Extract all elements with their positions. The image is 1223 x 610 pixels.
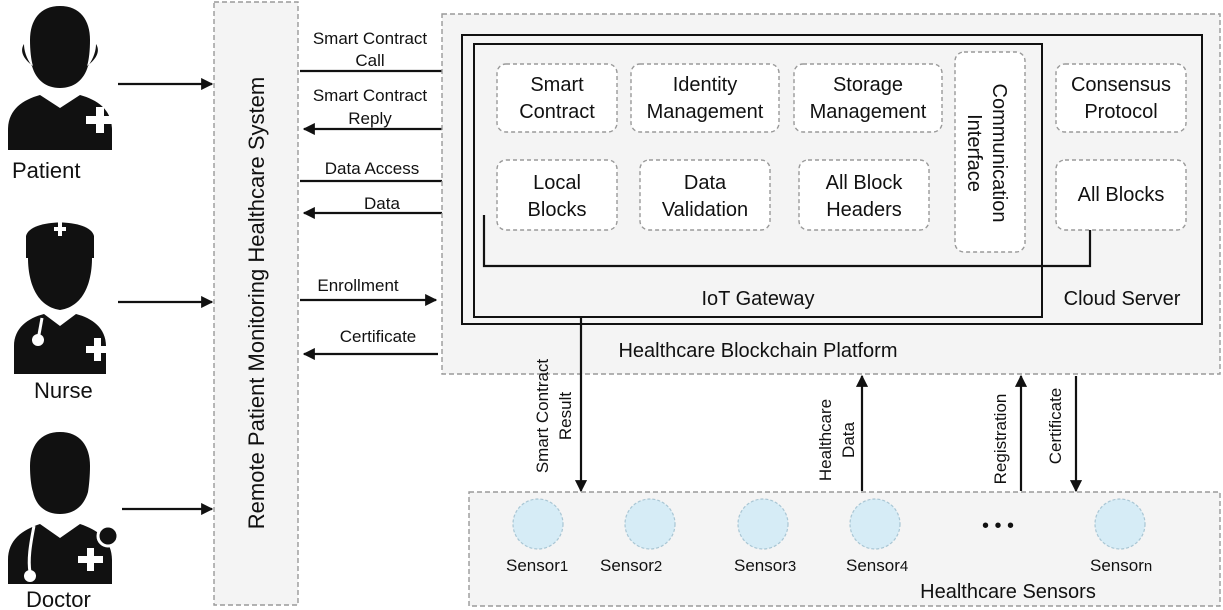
rpm-system-box — [213, 1, 299, 606]
iot-gateway-label: IoT Gateway — [701, 288, 814, 310]
svg-text:All Blocks: All Blocks — [1078, 184, 1165, 206]
svg-text:Contract: Contract — [519, 101, 595, 123]
hc-data-label-1: Healthcare — [816, 399, 835, 481]
svg-text:Data: Data — [684, 172, 727, 194]
healthcare-sensors-box — [468, 491, 1221, 607]
healthcare-sensors-label: Healthcare Sensors — [920, 581, 1096, 603]
sensors-ellipsis: • • • — [982, 515, 1014, 537]
communication-interface-module: Communication Interface — [954, 51, 1026, 253]
data-label: Data — [364, 194, 400, 213]
enrollment-label: Enrollment — [317, 276, 399, 295]
sc-reply-label-1: Smart Contract — [313, 86, 428, 105]
sensor-4-icon — [849, 498, 901, 550]
svg-text:Identity: Identity — [673, 74, 737, 96]
svg-text:All Block: All Block — [826, 172, 904, 194]
sensor-2-label: Sensor2 — [600, 556, 662, 575]
sensor-1-label: Sensor1 — [506, 556, 568, 575]
all-block-headers-module: All Block Headers — [798, 159, 930, 231]
consensus-protocol-module: Consensus Protocol — [1055, 63, 1187, 133]
sensor-2-icon — [624, 498, 676, 550]
svg-text:Protocol: Protocol — [1084, 101, 1157, 123]
svg-text:Interface: Interface — [963, 114, 985, 192]
svg-text:Sensor4: Sensor4 — [846, 556, 908, 575]
sensor-3-label: Sensor3 — [734, 556, 796, 575]
sensor-1-icon — [512, 498, 564, 550]
platform-title: Healthcare Blockchain Platform — [618, 340, 897, 362]
sc-call-label-2: Call — [355, 51, 384, 70]
svg-text:Headers: Headers — [826, 199, 902, 221]
svg-text:Sensor1: Sensor1 — [506, 556, 568, 575]
doctor-label: Doctor — [26, 587, 91, 610]
sc-result-label-2: Result — [556, 392, 575, 440]
svg-text:Consensus: Consensus — [1071, 74, 1171, 96]
doctor-icon — [8, 432, 120, 584]
cloud-server-box — [461, 34, 1203, 325]
svg-text:Sensor3: Sensor3 — [734, 556, 796, 575]
sensor-n-label: Sensorn — [1090, 556, 1152, 575]
sensor-n-icon — [1094, 498, 1146, 550]
svg-text:Management: Management — [647, 101, 764, 123]
all-blocks-module: All Blocks — [1055, 159, 1187, 231]
svg-text:Management: Management — [810, 101, 927, 123]
sensor-3-icon — [737, 498, 789, 550]
svg-text:Storage: Storage — [833, 74, 903, 96]
local-blocks-module: Local Blocks — [496, 159, 618, 231]
iot-gateway-box — [473, 43, 1043, 318]
patient-icon — [8, 6, 114, 150]
identity-management-module: Identity Management — [630, 63, 780, 133]
registration-label: Registration — [991, 394, 1010, 485]
nurse-label: Nurse — [34, 378, 93, 403]
sensor-4-label: Sensor4 — [846, 556, 908, 575]
svg-text:Smart: Smart — [530, 74, 584, 96]
hc-data-label-2: Data — [839, 422, 858, 458]
storage-management-module: Storage Management — [793, 63, 943, 133]
svg-text:Sensor2: Sensor2 — [600, 556, 662, 575]
svg-text:Communication: Communication — [988, 84, 1010, 223]
data-validation-module: Data Validation — [639, 159, 771, 231]
data-access-label: Data Access — [325, 159, 420, 178]
block-sync-connector — [482, 215, 1092, 268]
svg-text:Sensorn: Sensorn — [1090, 556, 1152, 575]
certificate-label: Certificate — [340, 327, 417, 346]
rpm-system-label: Remote Patient Monitoring Healthcare Sys… — [244, 77, 269, 529]
patient-label: Patient — [12, 158, 81, 183]
smart-contract-module: Smart Contract — [496, 63, 618, 133]
svg-text:Validation: Validation — [662, 199, 748, 221]
svg-text:Blocks: Blocks — [528, 199, 587, 221]
svg-text:Local: Local — [533, 172, 581, 194]
sc-call-label-1: Smart Contract — [313, 29, 428, 48]
sc-result-label-1: Smart Contract — [533, 359, 552, 474]
cloud-server-label: Cloud Server — [1064, 288, 1181, 310]
sc-reply-label-2: Reply — [348, 109, 392, 128]
certificate-vertical-label: Certificate — [1046, 388, 1065, 465]
nurse-icon — [14, 222, 109, 374]
